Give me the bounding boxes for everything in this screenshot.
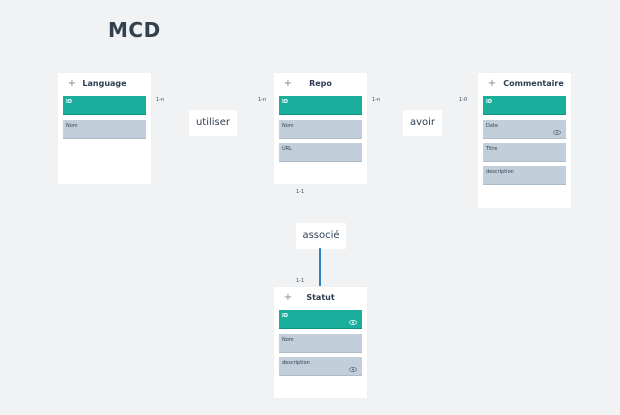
- entity-header: + Statut: [274, 287, 367, 309]
- field-nom[interactable]: Nom: [279, 334, 362, 353]
- field-label: description: [486, 169, 514, 175]
- entity-name: Commentaire: [503, 79, 564, 88]
- entity-name: Language: [82, 79, 127, 88]
- field-titre[interactable]: Titre: [483, 143, 566, 162]
- plus-icon[interactable]: +: [487, 78, 497, 89]
- entity-language[interactable]: + Language ID Nom: [58, 73, 151, 184]
- relation-avoir[interactable]: avoir: [403, 110, 442, 136]
- field-id[interactable]: ID: [483, 96, 566, 115]
- plus-icon[interactable]: +: [283, 78, 293, 89]
- association-link: [319, 248, 321, 286]
- eye-icon[interactable]: [349, 367, 357, 372]
- field-label: ID: [66, 99, 73, 105]
- entity-statut[interactable]: + Statut ID Nom description: [274, 287, 367, 398]
- eye-icon[interactable]: [553, 130, 561, 135]
- field-label: ID: [282, 313, 289, 319]
- entity-commentaire[interactable]: + Commentaire ID Date Titre description: [478, 73, 571, 208]
- cardinality-label: 1-1: [296, 189, 305, 195]
- entity-header: + Repo: [274, 73, 367, 95]
- field-label: Nom: [282, 123, 294, 129]
- field-label: ID: [486, 99, 493, 105]
- field-id[interactable]: ID: [63, 96, 146, 115]
- page-title: MCD: [108, 18, 161, 42]
- cardinality-label: 1-n: [258, 97, 267, 103]
- field-id[interactable]: ID: [279, 96, 362, 115]
- entity-header: + Commentaire: [478, 73, 571, 95]
- field-id[interactable]: ID: [279, 310, 362, 329]
- field-label: Date: [486, 123, 498, 129]
- field-label: ID: [282, 99, 289, 105]
- relation-utiliser[interactable]: utiliser: [189, 110, 237, 136]
- plus-icon[interactable]: +: [67, 78, 77, 89]
- entity-name: Statut: [306, 293, 335, 302]
- field-description[interactable]: description: [483, 166, 566, 185]
- field-label: description: [282, 360, 310, 366]
- eye-icon[interactable]: [349, 320, 357, 325]
- field-nom[interactable]: Nom: [279, 120, 362, 139]
- cardinality-label: 1-n: [372, 97, 381, 103]
- cardinality-label: 1-1: [296, 278, 305, 284]
- entity-header: + Language: [58, 73, 151, 95]
- field-description[interactable]: description: [279, 357, 362, 376]
- cardinality-label: 1-n: [156, 97, 165, 103]
- field-label: Nom: [282, 337, 294, 343]
- field-date[interactable]: Date: [483, 120, 566, 139]
- entity-name: Repo: [309, 79, 332, 88]
- field-label: URL: [282, 146, 292, 152]
- entity-repo[interactable]: + Repo ID Nom URL: [274, 73, 367, 184]
- field-label: Nom: [66, 123, 78, 129]
- plus-icon[interactable]: +: [283, 292, 293, 303]
- relation-associe[interactable]: associé: [296, 223, 346, 249]
- field-label: Titre: [486, 146, 498, 152]
- cardinality-label: 1-0: [459, 97, 468, 103]
- field-url[interactable]: URL: [279, 143, 362, 162]
- field-nom[interactable]: Nom: [63, 120, 146, 139]
